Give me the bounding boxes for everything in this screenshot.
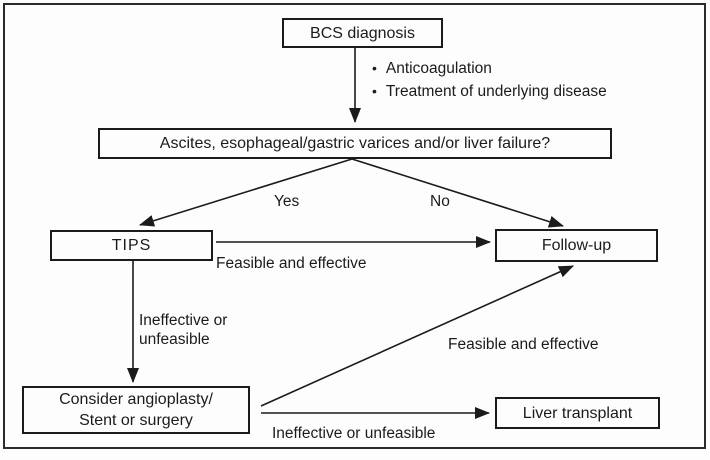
edge-label-yes: Yes — [274, 193, 300, 210]
node-consider-line2: Stent or surgery — [79, 412, 193, 429]
node-bcs-diagnosis-label: BCS diagnosis — [310, 24, 415, 42]
edge-label-consider-feasible: Feasible and effective — [448, 336, 599, 353]
edge-label-tips-feasible: Feasible and effective — [216, 255, 367, 272]
node-tips: TIPS — [50, 230, 213, 261]
node-question-label: Ascites, esophageal/gastric varices and/… — [159, 135, 551, 152]
arrow-consider-to-followup — [260, 265, 574, 407]
edge-label-line2: unfeasible — [139, 331, 210, 348]
node-followup-label: Follow-up — [541, 237, 612, 254]
node-tips-label: TIPS — [111, 237, 152, 254]
arrow-question-no-to-followup — [351, 158, 564, 228]
list-item: • Treatment of underlying disease — [372, 80, 607, 103]
edge-label-line1: Ineffective or — [139, 312, 228, 329]
figure-border — [3, 3, 706, 449]
bullet-icon: • — [372, 83, 377, 99]
node-liver-transplant: Liver transplant — [495, 397, 660, 429]
edge-label-no: No — [430, 193, 450, 210]
node-consider-angioplasty: Consider angioplasty/ Stent or surgery — [22, 386, 250, 434]
edge-label-tips-ineffective: Ineffective or unfeasible — [139, 311, 227, 349]
list-item-label: Treatment of underlying disease — [385, 83, 607, 100]
edge-label-consider-ineffective: Ineffective or unfeasible — [272, 425, 436, 442]
initial-treatment-list: • Anticoagulation • Treatment of underly… — [372, 57, 607, 103]
node-question: Ascites, esophageal/gastric varices and/… — [98, 128, 612, 159]
list-item-label: Anticoagulation — [385, 60, 492, 77]
node-consider-line1: Consider angioplasty/ — [59, 391, 213, 408]
list-item: • Anticoagulation — [372, 57, 607, 80]
node-bcs-diagnosis: BCS diagnosis — [282, 18, 443, 48]
node-followup: Follow-up — [495, 229, 658, 262]
node-liver-transplant-label: Liver transplant — [522, 404, 633, 422]
bullet-icon: • — [372, 60, 377, 76]
arrow-question-yes-to-tips — [139, 158, 353, 227]
